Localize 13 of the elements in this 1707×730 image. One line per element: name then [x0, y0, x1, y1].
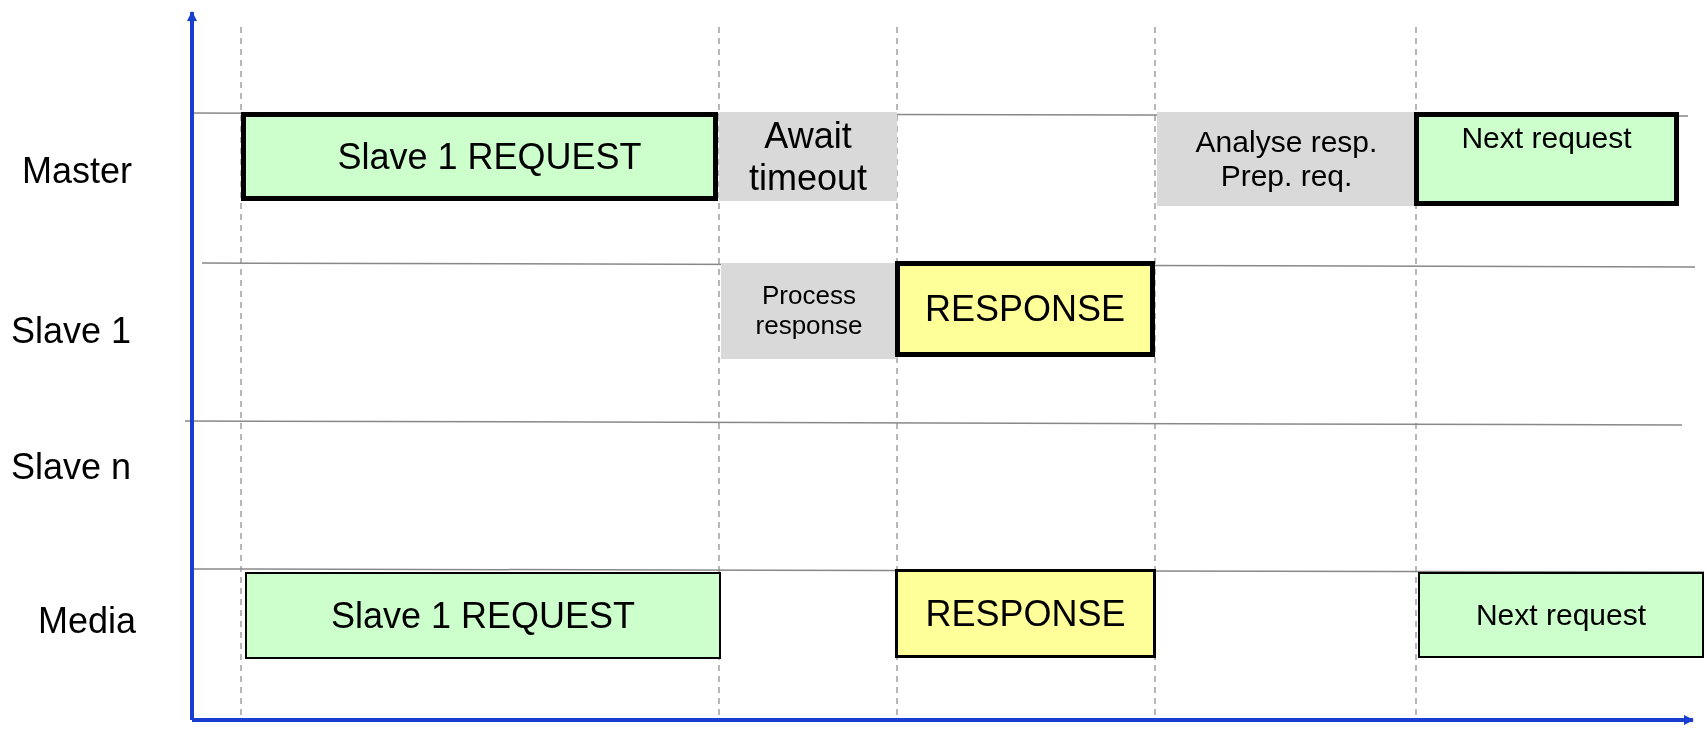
processing-block: Analyse resp. Prep. req.	[1157, 112, 1416, 206]
processing-block: Process response	[721, 263, 897, 359]
request-block: Next request	[1414, 112, 1679, 206]
request-block: Next request	[1418, 572, 1704, 658]
request-block: Slave 1 REQUEST	[245, 572, 721, 659]
row-label: Master	[22, 150, 133, 192]
wait-block: Await timeout	[719, 112, 897, 201]
request-block: Slave 1 REQUEST	[241, 112, 718, 201]
response-block: RESPONSE	[895, 569, 1156, 658]
row-label: Slave 1	[11, 310, 132, 352]
row-label: Media	[38, 600, 137, 642]
response-block: RESPONSE	[895, 261, 1155, 357]
row-label: Slave n	[11, 446, 132, 488]
